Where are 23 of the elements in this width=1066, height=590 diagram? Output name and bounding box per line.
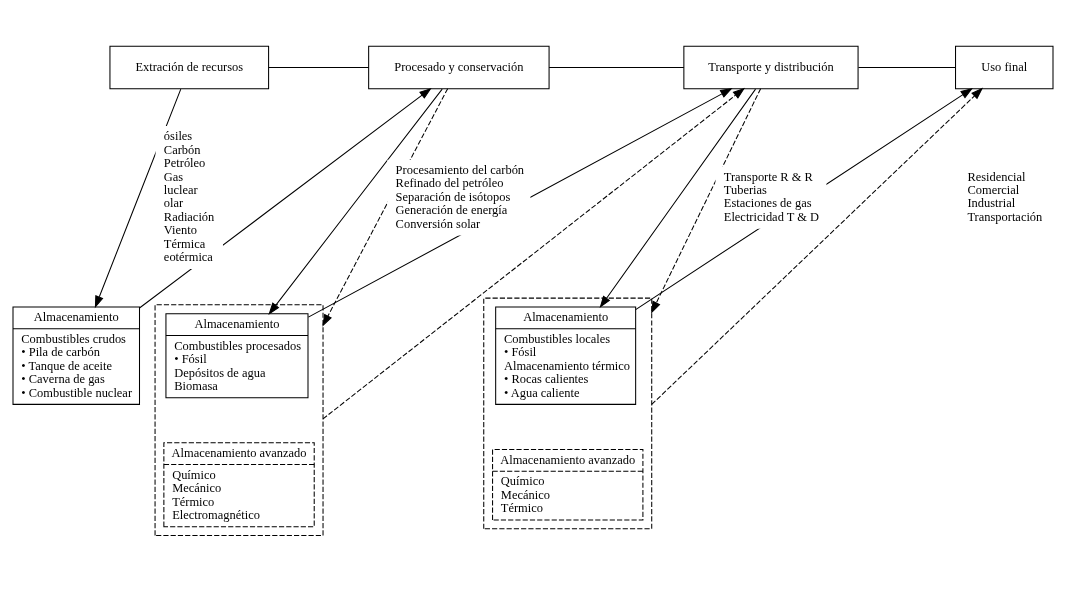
- node-label: Petróleo: [163, 156, 206, 171]
- node-label: Viento: [163, 223, 197, 238]
- node-label: ósiles: [163, 129, 193, 144]
- node-label: Residencial: [967, 169, 1026, 184]
- node-label: Transporte R & R: [723, 169, 813, 184]
- node-label: luclear: [163, 183, 198, 198]
- node-label: Transportación: [967, 209, 1043, 224]
- node-label: Electricidad T & D: [723, 209, 820, 224]
- node-label: Procesamiento del carbón: [395, 162, 525, 177]
- node-label: Separación de isótopos: [395, 189, 511, 204]
- node-label: Conversión solar: [395, 216, 481, 231]
- node-label: Tuberias: [723, 183, 767, 198]
- node-label: Comercial: [967, 183, 1020, 198]
- node-label: olar: [163, 196, 184, 211]
- node-label: Refinado del petróleo: [395, 176, 504, 191]
- node-label: eotérmica: [163, 250, 213, 265]
- node-label: Industrial: [967, 196, 1016, 211]
- node-label: Estaciones de gas: [723, 196, 812, 211]
- node-label: Carbón: [163, 142, 201, 157]
- node-label: Gas: [163, 169, 184, 184]
- node-label: Generación de energía: [395, 203, 508, 218]
- node-label: Radiación: [163, 209, 215, 224]
- node-label: Térmica: [163, 236, 206, 251]
